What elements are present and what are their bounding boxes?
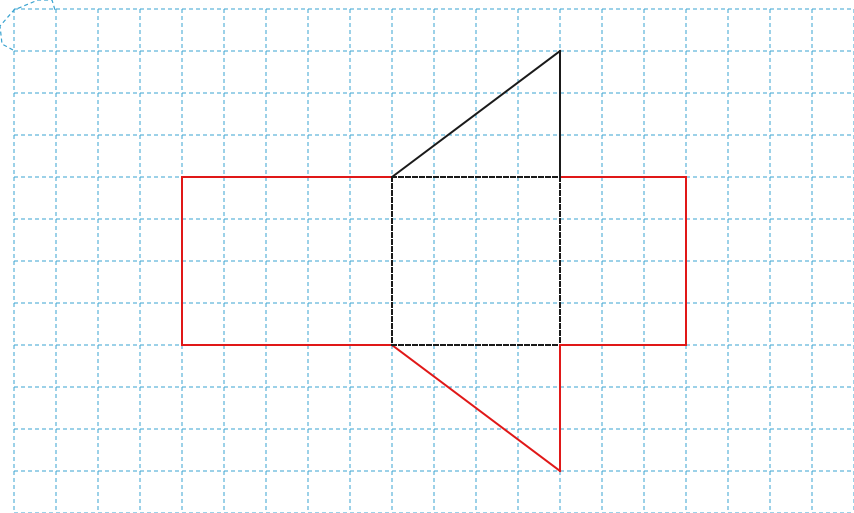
net-shape (181, 49, 687, 473)
corner-fold-mark (0, 0, 56, 51)
upper-triangle-hypotenuse (390, 49, 562, 179)
grid (13, 8, 854, 513)
lower-triangle-hypotenuse (390, 343, 562, 473)
